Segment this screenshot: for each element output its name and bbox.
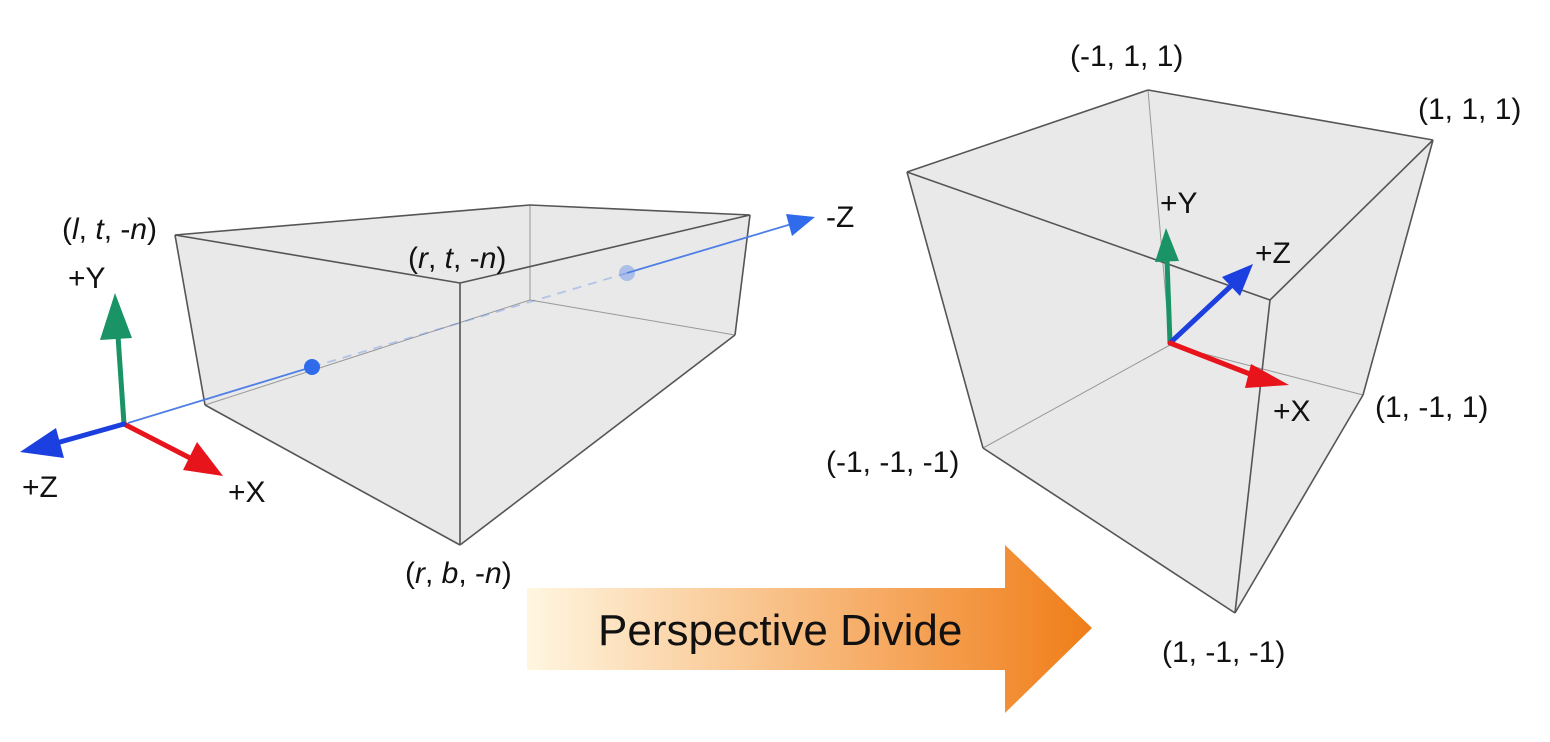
cube-front-face [907, 172, 1270, 613]
frustum-edges [174, 204, 751, 546]
view-axis-label: -Z [826, 201, 854, 234]
banner-label: Perspective Divide [598, 606, 962, 655]
view-ray [127, 366, 313, 424]
cube-top-face [907, 90, 1433, 300]
view-ray-forward [626, 222, 796, 274]
view-frustum: +Y +X +Z -Z (l, t, -n) (r, t, -n) (r, b,… [20, 201, 854, 590]
view-axis-arrowhead [786, 214, 815, 236]
ndc-x-label: +X [1273, 395, 1311, 428]
ndc-axes [1155, 228, 1289, 388]
cube-right-face [1235, 140, 1433, 613]
corner-label-l-t-n: (l, t, -n) [62, 213, 157, 246]
frustum-top-face [175, 205, 750, 283]
cube-corner-m1-1-1: (-1, 1, 1) [1070, 40, 1183, 73]
camera-axes [20, 293, 223, 476]
camera-z-arrowhead [20, 428, 64, 458]
camera-x-label: +X [228, 476, 266, 509]
corner-label-r-t-n: (r, t, -n) [408, 242, 506, 275]
frustum-front-face [175, 235, 460, 545]
ndc-y-arrowhead [1155, 228, 1179, 262]
near-point [304, 359, 320, 375]
ndc-z-arrowhead [1222, 264, 1253, 296]
ndc-y-label: +Y [1160, 187, 1198, 220]
camera-z-label: +Z [22, 471, 58, 504]
banner-arrow-shape [527, 545, 1092, 713]
view-ray-hidden [311, 272, 628, 368]
cube-edges [906, 89, 1434, 614]
cube-corner-p1-m1-m1: (1, -1, -1) [1162, 636, 1285, 669]
ndc-x-arrowhead [1245, 364, 1289, 388]
frustum-right-face [460, 215, 750, 545]
ndc-z-label: +Z [1255, 237, 1291, 270]
perspective-divide-arrow: Perspective Divide [527, 545, 1092, 713]
camera-y-label: +Y [68, 262, 106, 295]
ndc-cube: +Y +Z +X (-1, 1, 1) (1, 1, 1) (1, -1, 1)… [826, 40, 1521, 669]
camera-x-arrowhead [183, 442, 223, 476]
cube-corner-p1-m1-1: (1, -1, 1) [1375, 391, 1488, 424]
corner-label-r-b-n: (r, b, -n) [405, 557, 512, 590]
far-point [619, 265, 635, 281]
camera-y-arrowhead [100, 293, 132, 340]
cube-corner-p1-1-1: (1, 1, 1) [1418, 93, 1521, 126]
cube-corner-m1-m1-m1: (-1, -1, -1) [826, 446, 959, 479]
